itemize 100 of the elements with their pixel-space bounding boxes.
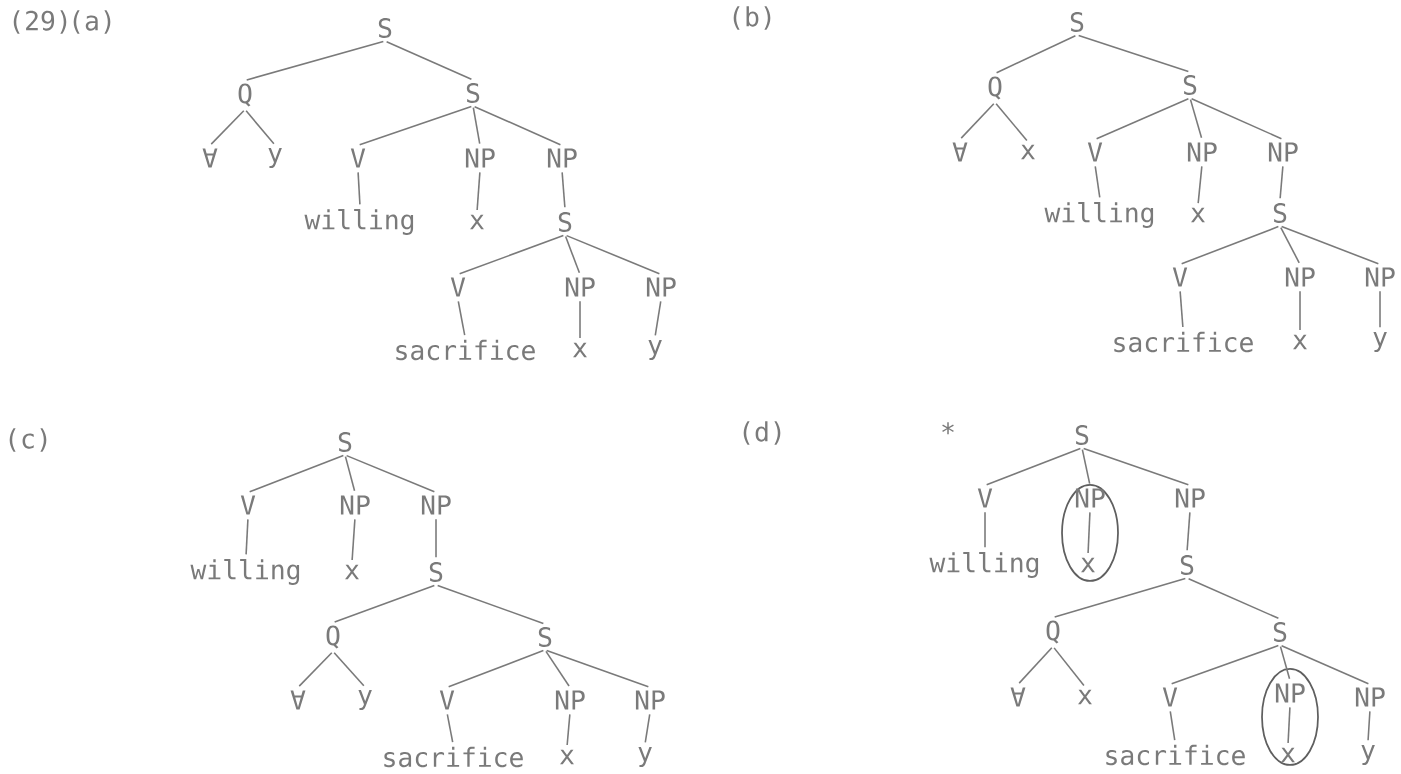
- tree-branch: [1180, 225, 1280, 265]
- tree-branch: [351, 518, 356, 561]
- node-label: NP: [555, 690, 585, 710]
- node-label: NP: [340, 495, 370, 515]
- node-label: S: [466, 83, 480, 103]
- node-label: Q: [1046, 620, 1060, 644]
- tree-branch: [1279, 645, 1291, 680]
- node-label: x: [1021, 144, 1035, 160]
- node-label: V: [977, 488, 993, 508]
- node-label: sacrifice: [396, 339, 535, 361]
- node-label: y: [1373, 332, 1387, 352]
- tree-branch: [1077, 34, 1190, 73]
- tree-branch: [1095, 97, 1190, 140]
- node-label: NP: [1175, 488, 1205, 508]
- tree-branch: [344, 455, 356, 492]
- tree-branch: [1170, 644, 1280, 685]
- node-label: NP: [421, 495, 451, 515]
- label: (d): [743, 421, 781, 445]
- node-label: NP: [465, 148, 495, 168]
- node-label: y: [1361, 745, 1375, 765]
- tree-branch: [333, 584, 436, 623]
- node-label: NP: [1355, 687, 1385, 707]
- node-label: S: [538, 627, 552, 647]
- node-label: V: [1087, 142, 1103, 162]
- hand-drawn-oval: [1261, 668, 1319, 766]
- tree-branch: [1053, 577, 1187, 618]
- node-label: Q: [988, 76, 1002, 100]
- tree-branch: [561, 171, 566, 209]
- node-label: y: [638, 747, 652, 767]
- tree-branch: [1379, 290, 1381, 329]
- tree-branch: [960, 103, 995, 139]
- tree-branch: [1187, 577, 1280, 620]
- node-label: S: [338, 432, 352, 452]
- tree-branch: [1287, 706, 1291, 744]
- tree-branch: [1280, 225, 1380, 265]
- tree-branch: [1280, 226, 1300, 264]
- node-label: S: [429, 562, 443, 582]
- tree-branch: [358, 105, 473, 146]
- tree-branch: [210, 109, 245, 145]
- node-label: S: [1273, 622, 1287, 642]
- node-label: sacrifice: [1114, 331, 1253, 353]
- tree-branch: [473, 105, 562, 146]
- tree-branch: [1179, 290, 1184, 328]
- tree-branch: [654, 300, 662, 337]
- tree-branch: [1197, 165, 1203, 204]
- tree-branch: [1053, 647, 1085, 687]
- node-label: y: [358, 690, 372, 710]
- tree-branch: [985, 447, 1082, 486]
- node-label: x: [573, 342, 587, 358]
- node-label: V: [240, 495, 256, 515]
- tree-branch: [457, 300, 466, 336]
- tree-branch: [1367, 710, 1371, 742]
- node-label: S: [1070, 12, 1084, 32]
- tree-branch: [1190, 97, 1283, 140]
- node-label: y: [268, 148, 282, 168]
- tree-branch: [357, 171, 361, 206]
- node-label: S: [378, 18, 392, 38]
- tree-branch: [565, 234, 661, 275]
- node-label: x: [1281, 747, 1295, 763]
- node-label: sacrifice: [1106, 744, 1245, 766]
- node-label: NP: [646, 277, 676, 297]
- tree-branch: [436, 584, 545, 625]
- node-label: S: [1075, 425, 1089, 445]
- tree-branch: [248, 454, 345, 493]
- hand-drawn-oval: [1061, 484, 1119, 582]
- node-label: willing: [304, 209, 414, 235]
- node-label: NP: [1365, 267, 1395, 287]
- node-label: S: [558, 212, 572, 232]
- node-label: x: [560, 749, 574, 765]
- node-label: x: [1293, 334, 1307, 350]
- tree-branch: [1280, 644, 1370, 685]
- node-label: x: [345, 564, 359, 580]
- label: (c): [9, 428, 47, 452]
- node-label: ∀: [952, 142, 968, 162]
- node-label: y: [648, 340, 662, 360]
- node-label: NP: [1275, 683, 1305, 703]
- tree-branch: [385, 40, 473, 81]
- node-label: sacrifice: [384, 746, 523, 768]
- tree-branch: [1169, 710, 1176, 741]
- node-label: V: [439, 690, 455, 710]
- node-label: V: [450, 277, 466, 297]
- tree-branch: [298, 651, 333, 687]
- node-label: NP: [1075, 488, 1105, 508]
- tree-branch: [476, 171, 481, 211]
- node-label: x: [1078, 689, 1092, 705]
- tree-branch: [545, 649, 650, 688]
- tree-branch: [245, 40, 385, 81]
- tree-branch: [1082, 447, 1190, 486]
- node-label: NP: [1268, 142, 1298, 162]
- node-label: V: [350, 148, 366, 168]
- tree-branch: [1186, 511, 1191, 552]
- tree-branch: [1299, 290, 1301, 331]
- node-label: x: [1081, 557, 1095, 573]
- node-label: S: [1273, 203, 1287, 223]
- tree-branch: [447, 649, 545, 688]
- node-label: NP: [547, 148, 577, 168]
- tree-branch: [472, 106, 481, 145]
- label: (a): [73, 10, 111, 34]
- tree-branch: [1279, 165, 1284, 200]
- tree-branch: [345, 454, 436, 493]
